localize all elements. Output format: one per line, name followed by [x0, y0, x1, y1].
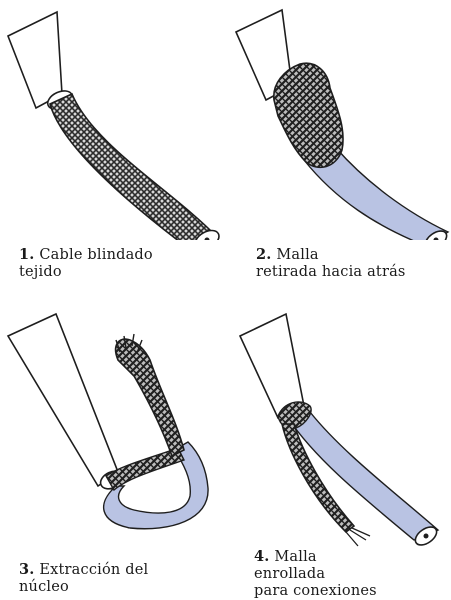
panel-step-4: 4. Malla enrollada para conexiones [226, 300, 451, 599]
braid-end-strands [346, 528, 370, 546]
step-1-caption: 1. Cable blindado tejido [19, 246, 153, 281]
step-3-line2: núcleo [19, 579, 148, 596]
braid-pulled-back-illustration [226, 0, 451, 240]
shielded-cable-illustration [0, 0, 225, 240]
braid-tail-up [116, 339, 184, 456]
outer-jacket [8, 314, 118, 486]
step-3-number: 3. [19, 561, 35, 578]
step-4-line3: para conexiones [254, 583, 377, 600]
panel-step-2: 2. Malla retirada hacia atrás [226, 0, 451, 299]
step-4-number: 4. [254, 548, 270, 565]
core-extraction-illustration [0, 300, 225, 540]
bunched-braid [274, 63, 343, 167]
step-2-line2: retirada hacia atrás [256, 264, 406, 281]
braid-rolled-illustration [226, 300, 451, 560]
step-4-line2: enrollada [254, 566, 377, 583]
step-4-line1: Malla [274, 549, 316, 565]
step-2-line1: Malla [276, 247, 318, 263]
step-1-number: 1. [19, 246, 35, 263]
panel-step-3: 3. Extracción del núcleo [0, 300, 225, 599]
step-4-caption: 4. Malla enrollada para conexiones [254, 548, 377, 600]
cable-core-dot [424, 534, 429, 539]
step-2-caption: 2. Malla retirada hacia atrás [256, 246, 406, 281]
step-3-line1: Extracción del [39, 562, 148, 578]
step-3-caption: 3. Extracción del núcleo [19, 561, 148, 596]
step-2-number: 2. [256, 246, 272, 263]
braided-shield [50, 94, 218, 240]
panel-step-1: 1. Cable blindado tejido [0, 0, 225, 299]
step-1-line1: Cable blindado [39, 247, 152, 263]
step-1-line2: tejido [19, 264, 153, 281]
